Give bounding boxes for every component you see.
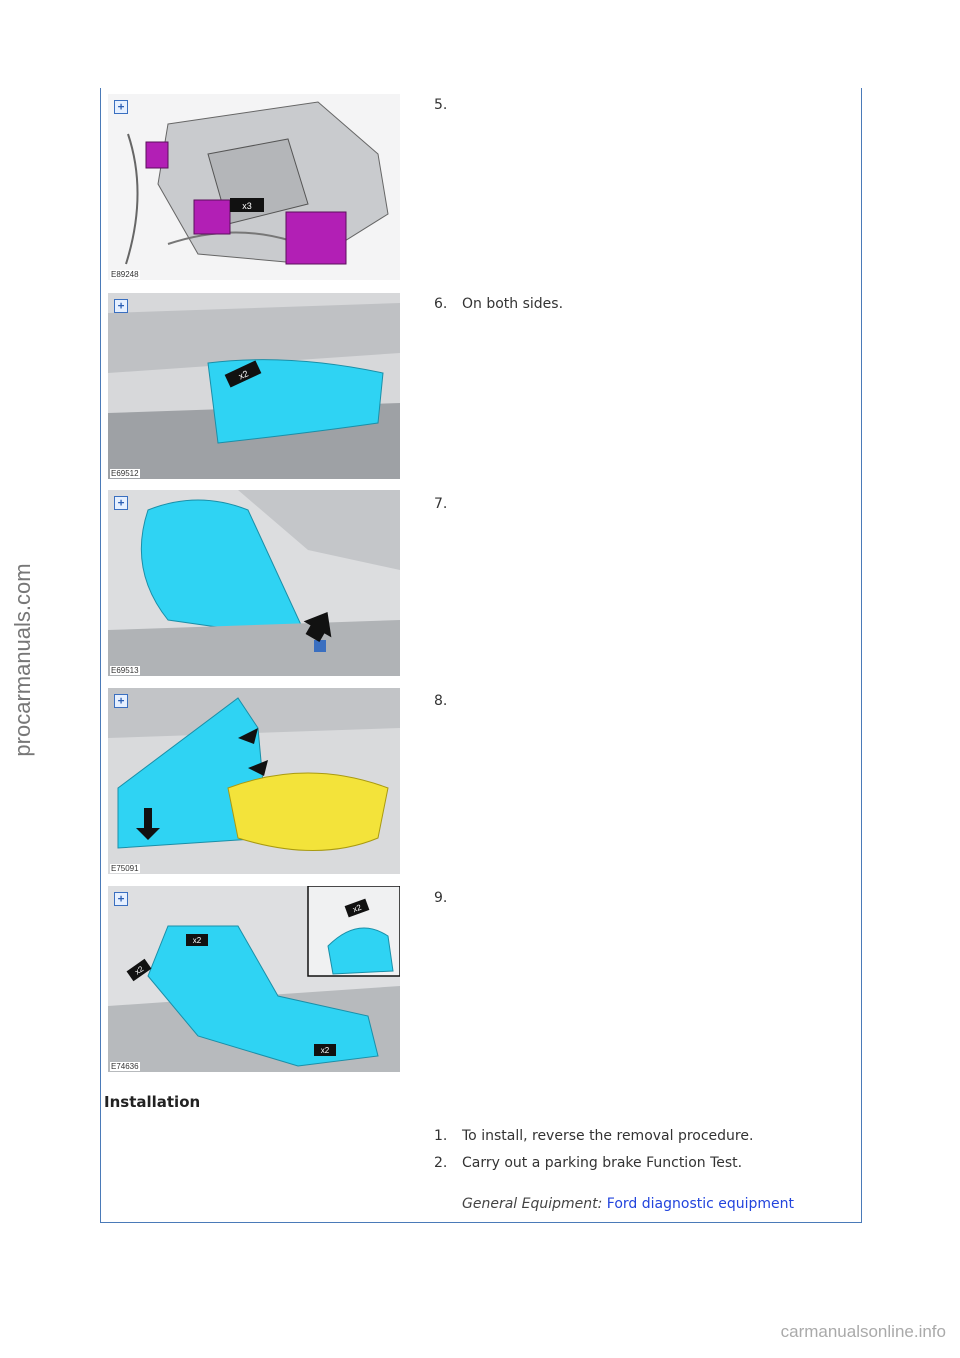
step-number: 2. [434, 1155, 448, 1171]
zoom-icon[interactable]: + [114, 694, 128, 708]
install-step-1: 1. To install, reverse the removal proced… [434, 1128, 753, 1144]
figure-e69512[interactable]: + x2 E69512 [108, 293, 400, 479]
step-6: 6. On both sides. [434, 296, 563, 312]
step-number: 1. [434, 1128, 448, 1144]
step-text: On both sides. [462, 296, 564, 312]
side-panel-illustration [108, 490, 400, 676]
step-8: 8. [434, 693, 462, 709]
console-illustration: x2 x2 x2 x2 [108, 886, 400, 1072]
figure-id: E74636 [110, 1062, 140, 1071]
zoom-icon[interactable]: + [114, 299, 128, 313]
section-heading: Installation [104, 1093, 201, 1111]
step-9: 9. [434, 890, 462, 906]
general-equipment: General Equipment: Ford diagnostic equip… [462, 1196, 794, 1212]
count-label: x2 [352, 903, 364, 915]
figure-id: E69513 [110, 666, 140, 675]
figure-e74636[interactable]: + x2 x2 x2 x2 E74636 [108, 886, 400, 1072]
figure-e89248[interactable]: + x3 E89248 [108, 94, 400, 280]
connector-illustration: x3 [108, 94, 400, 280]
step-number: 8. [434, 693, 448, 709]
step-number: 6. [434, 296, 448, 312]
count-label: x2 [321, 1046, 330, 1055]
figure-id: E69512 [110, 469, 140, 478]
watermark-left: procarmanuals.com [8, 540, 38, 780]
step-number: 9. [434, 890, 448, 906]
watermark-bottom: carmanualsonline.info [780, 1322, 946, 1341]
count-label: x2 [237, 368, 250, 381]
equipment-label: General Equipment: [462, 1196, 603, 1212]
step-number: 5. [434, 97, 448, 113]
count-label: x2 [193, 936, 202, 945]
equipment-link[interactable]: Ford diagnostic equipment [606, 1196, 795, 1212]
watermark-text: procarmanuals.com [10, 563, 35, 757]
floor-panel-illustration [108, 688, 400, 874]
figure-id: E89248 [110, 270, 140, 279]
zoom-icon[interactable]: + [114, 100, 128, 114]
step-number: 7. [434, 496, 448, 512]
zoom-icon[interactable]: + [114, 892, 128, 906]
figure-e75091[interactable]: + E75091 [108, 688, 400, 874]
install-step-2: 2. Carry out a parking brake Function Tes… [434, 1155, 742, 1171]
document-frame [100, 88, 862, 1223]
figure-e69513[interactable]: + E69513 [108, 490, 400, 676]
step-text: To install, reverse the removal procedur… [462, 1128, 754, 1144]
figure-id: E75091 [110, 864, 140, 873]
step-7: 7. [434, 496, 462, 512]
step-5: 5. [434, 97, 462, 113]
trim-panel-illustration: x2 [108, 293, 400, 479]
step-text: Carry out a parking brake Function Test. [462, 1155, 743, 1171]
zoom-icon[interactable]: + [114, 496, 128, 510]
count-label: x3 [242, 201, 252, 211]
